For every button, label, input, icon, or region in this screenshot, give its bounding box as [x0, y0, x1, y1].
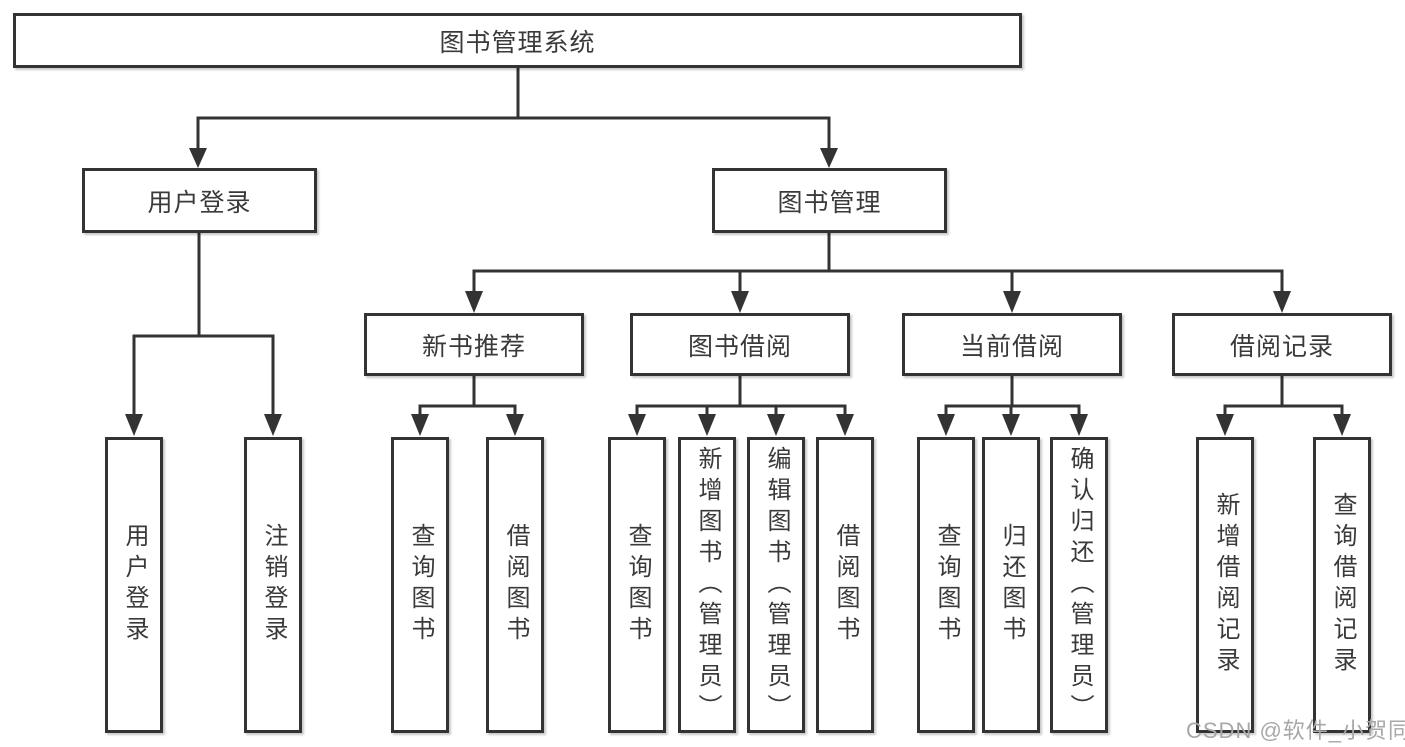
- node-current-borrow: 当前借阅: [902, 313, 1122, 376]
- node-borrow-records-label: 借阅记录: [1229, 332, 1334, 361]
- node-book-borrow-label: 图书借阅: [687, 332, 792, 361]
- node-current-query-books-label: 查询图书: [933, 523, 960, 647]
- node-borrow-query-books-label: 查询图书: [624, 523, 651, 647]
- node-logout-leaf-label: 注销登录: [260, 523, 287, 647]
- node-borrow-borrow-books-label: 借阅图书: [832, 523, 859, 647]
- node-book-borrow: 图书借阅: [630, 313, 850, 376]
- connector-records-group: [1216, 374, 1351, 436]
- node-borrow-records: 借阅记录: [1172, 313, 1392, 376]
- node-user-login-leaf: 用户登录: [105, 437, 163, 733]
- node-user-login-branch: 用户登录: [82, 168, 317, 233]
- node-borrow-query-books: 查询图书: [608, 437, 666, 733]
- node-user-login-leaf-label: 用户登录: [121, 523, 148, 647]
- node-edit-books-admin-label: 编辑图书（管理员）: [763, 445, 790, 725]
- node-confirm-return-admin-label: 确认归还（管理员）: [1066, 445, 1093, 725]
- node-recommend-borrow-books-label: 借阅图书: [502, 523, 529, 647]
- connector-user-branch: [125, 231, 282, 436]
- node-add-borrow-record-label: 新增借阅记录: [1212, 492, 1239, 678]
- node-borrow-borrow-books: 借阅图书: [816, 437, 874, 733]
- node-query-borrow-record-label: 查询借阅记录: [1329, 492, 1356, 678]
- node-return-books: 归还图书: [982, 437, 1040, 733]
- connector-root: [189, 66, 838, 168]
- node-recommend-query-books: 查询图书: [391, 437, 449, 733]
- node-query-borrow-record: 查询借阅记录: [1313, 437, 1371, 733]
- node-book-management: 图书管理: [712, 168, 947, 233]
- connector-borrow-group: [628, 374, 854, 436]
- node-recommend-query-books-label: 查询图书: [407, 523, 434, 647]
- node-new-book-recommend-label: 新书推荐: [421, 332, 526, 361]
- node-new-book-recommend: 新书推荐: [364, 313, 584, 376]
- node-current-borrow-label: 当前借阅: [959, 332, 1064, 361]
- node-edit-books-admin: 编辑图书（管理员）: [747, 437, 805, 733]
- node-root-label: 图书管理系统: [439, 28, 596, 57]
- watermark: CSDN @软件_小贺同学: [1186, 718, 1405, 743]
- node-confirm-return-admin: 确认归还（管理员）: [1050, 437, 1108, 733]
- node-add-books-admin: 新增图书（管理员）: [678, 437, 736, 733]
- node-current-query-books: 查询图书: [917, 437, 975, 733]
- node-root: 图书管理系统: [13, 13, 1022, 68]
- node-recommend-borrow-books: 借阅图书: [486, 437, 544, 733]
- node-add-borrow-record: 新增借阅记录: [1196, 437, 1254, 733]
- connector-book-branch: [465, 231, 1291, 313]
- node-add-books-admin-label: 新增图书（管理员）: [694, 445, 721, 725]
- node-user-login-branch-label: 用户登录: [147, 188, 252, 217]
- connector-recommend-group: [411, 374, 524, 436]
- node-return-books-label: 归还图书: [998, 523, 1025, 647]
- node-logout-leaf: 注销登录: [244, 437, 302, 733]
- connector-current-group: [937, 374, 1088, 436]
- node-book-management-label: 图书管理: [777, 188, 882, 217]
